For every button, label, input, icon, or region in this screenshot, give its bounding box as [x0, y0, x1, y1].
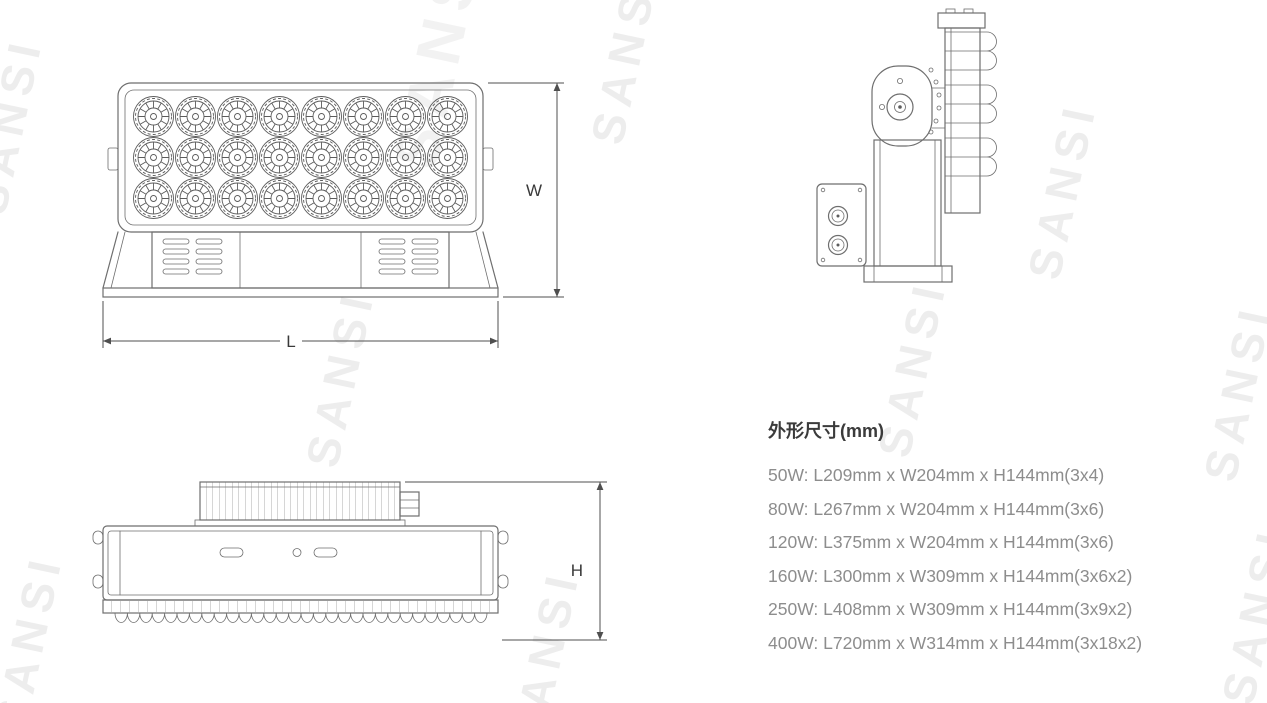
spec-line-120w: 120W: L375mm x W204mm x H144mm(3x6) [768, 532, 1114, 552]
watermark: SANSI [0, 31, 53, 219]
watermark: SANSI [0, 548, 73, 703]
spec-line-160w: 160W: L300mm x W309mm x H144mm(3x6x2) [768, 565, 1133, 586]
spec-title: 外形尺寸(mm) [768, 421, 884, 441]
spec-panel: 外形尺寸(mm) 50W: L209mm x W204mm x H144mm(3… [768, 417, 1142, 660]
mounting-bracket [102, 231, 499, 298]
lens-row [102, 599, 499, 623]
watermark: SANSI [580, 0, 670, 149]
spec-line-400w: 400W: L720mm x W314mm x H144mm(3x18x2) [768, 632, 1143, 653]
watermark: SANSI [1017, 96, 1107, 284]
side-view-drawing [816, 8, 997, 283]
led-grid [133, 96, 468, 219]
dimension-l: L [102, 301, 499, 351]
watermark: SANSI [1193, 298, 1267, 486]
heatsink [194, 481, 420, 527]
dimension-h: H [405, 481, 607, 641]
watermark: SANSI [1211, 521, 1267, 703]
dimension-label-h: H [571, 561, 583, 580]
front-view-drawing: W L [102, 82, 564, 351]
dimension-w: W [488, 82, 564, 298]
junction-box [816, 183, 867, 267]
adjustment-holes [928, 67, 942, 135]
spec-line-250w: 250W: L408mm x W309mm x H144mm(3x9x2) [768, 599, 1133, 619]
lamp-body [92, 525, 509, 601]
spec-line-80w: 80W: L267mm x W204mm x H144mm(3x6) [768, 498, 1105, 519]
dimension-label-l: L [286, 332, 295, 351]
spec-line-50w: 50W: L209mm x W204mm x H144mm(3x4) [768, 465, 1105, 485]
bottom-view-drawing: H [92, 481, 607, 641]
side-housing [863, 8, 997, 283]
dimension-label-w: W [526, 181, 542, 200]
